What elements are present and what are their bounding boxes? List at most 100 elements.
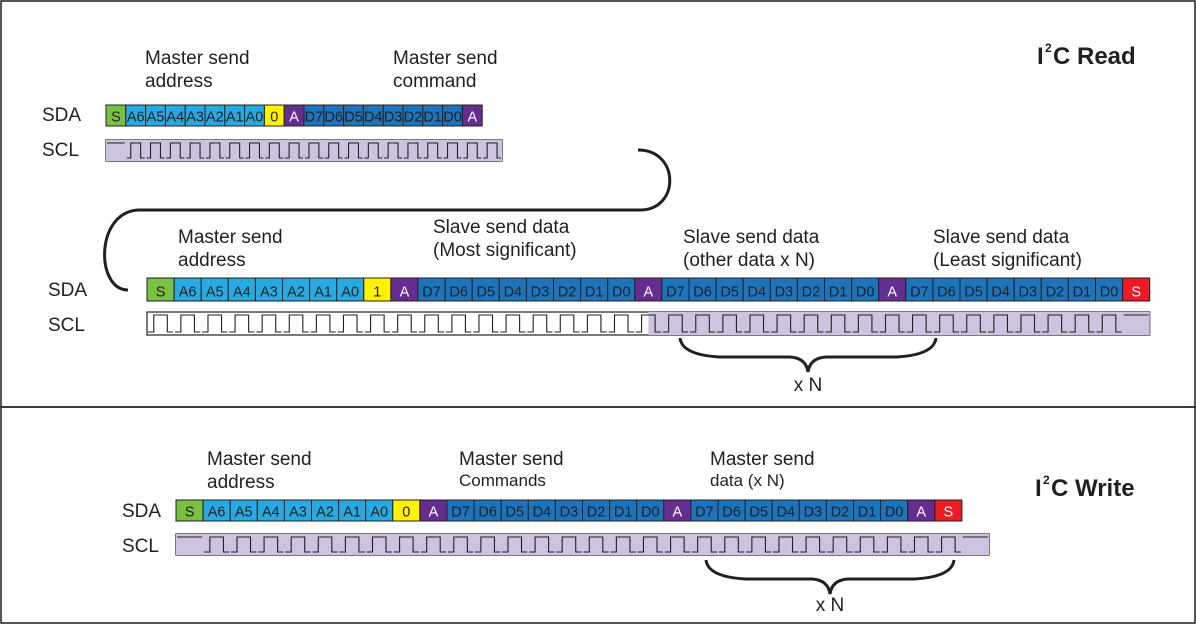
- write-title: I: [1035, 475, 1042, 502]
- read-row2-sda-bit-label: D6: [449, 285, 468, 301]
- read-row1-sda-bit-label: D2: [404, 110, 423, 126]
- read-row2-sda-bit-label: D1: [1073, 285, 1092, 301]
- write-sda-bit-label: D5: [749, 505, 768, 521]
- read-row2-scl-track: [146, 311, 1151, 336]
- read-repeat-brace: [678, 337, 938, 373]
- read-row1-sda-bit-label: S: [111, 110, 121, 126]
- write-sda-bit-label: S: [944, 505, 954, 521]
- write-caption-commands-1: Master send: [459, 449, 564, 470]
- read-title: I: [1037, 43, 1044, 70]
- write-sda-bit-label: D2: [831, 505, 850, 521]
- write-sda-bit-label: A: [429, 505, 439, 521]
- read-row2-sda-bit-label: A3: [260, 285, 278, 301]
- write-sda-bit-label: A: [916, 505, 926, 521]
- read-row1-sda-bit-label: A: [467, 110, 477, 126]
- read-caption-least-2: (Least significant): [933, 250, 1082, 271]
- write-title-superscript: 2: [1043, 473, 1050, 487]
- read-row1-sda-bit-label: D1: [423, 110, 442, 126]
- read-row2-sda-bit-label: S: [1131, 285, 1141, 301]
- write-sda-bit-label: A5: [235, 505, 253, 521]
- write-sda-bit-label: D7: [695, 505, 714, 521]
- read-caption-most-2: (Most significant): [433, 240, 577, 261]
- write-caption-data-1: Master send: [710, 449, 815, 470]
- read-row2-scl-label: SCL: [48, 315, 85, 336]
- write-caption-commands-2: Commands: [459, 471, 546, 490]
- write-scl-label: SCL: [122, 536, 159, 557]
- write-sda-bit-label: D1: [858, 505, 877, 521]
- read-row2-sda-bit-label: D4: [747, 285, 766, 301]
- read-row2-sda-bit-label: D3: [775, 285, 794, 301]
- read-row2-sda-bit-label: D5: [720, 285, 739, 301]
- read-row2-sda-label: SDA: [48, 280, 87, 301]
- read-row2-sda-bit-label: A: [400, 285, 410, 301]
- read-row2-sda-bit-label: D1: [829, 285, 848, 301]
- write-sda-bit-label: A2: [316, 505, 334, 521]
- write-sda-bit-cell: [934, 499, 963, 522]
- read-caption-other-1: Slave send data: [683, 227, 820, 248]
- write-sda-bit-label: D0: [641, 505, 660, 521]
- read-row1-sda-bit-label: 0: [270, 110, 278, 126]
- read-row2-sda-bit-label: D2: [558, 285, 577, 301]
- read-row1-sda-bit-cell: [461, 104, 483, 127]
- read-row1-scl-label: SCL: [42, 140, 79, 161]
- read-row2-sda-bit-label: A: [644, 285, 654, 301]
- write-sda-bit-label: A: [673, 505, 683, 521]
- write-sda-bit-label: D0: [885, 505, 904, 521]
- write-repeat-brace: [704, 559, 956, 595]
- write-sda-label: SDA: [122, 501, 161, 522]
- write-sda-bit-label: D4: [533, 505, 552, 521]
- read-row2-sda-bit-label: A5: [206, 285, 224, 301]
- read-caption-other-2: (other data x N): [683, 250, 815, 271]
- write-caption-address-1: Master send: [207, 449, 312, 470]
- read-caption-command-2: command: [393, 71, 476, 92]
- write-scl-clock-highlight: [176, 534, 989, 555]
- read-row2-sda-bit-label: A0: [341, 285, 359, 301]
- write-sda-bit-label: D6: [478, 505, 497, 521]
- read-row1-sda-bit-label: A2: [206, 110, 224, 126]
- read-row2-sda-bit-label: A1: [314, 285, 332, 301]
- read-row1-sda-bit-label: A1: [226, 110, 244, 126]
- write-sda-bit-label: A4: [262, 505, 280, 521]
- read-row2-sda-bit-label: D7: [422, 285, 441, 301]
- write-scl-track: [175, 533, 990, 556]
- write-sda-bit-label: D1: [614, 505, 633, 521]
- read-row2-sda-bit-label: D0: [856, 285, 875, 301]
- read-row1-sda-bit-label: D4: [364, 110, 383, 126]
- read-row2-sda-bit-label: A: [887, 285, 897, 301]
- read-row2-sda-bit-label: D6: [693, 285, 712, 301]
- read-row1-sda-bit-label: A5: [147, 110, 165, 126]
- read-row-continuation-connector: [103, 148, 672, 292]
- write-sda-bit-label: D2: [587, 505, 606, 521]
- read-row1-sda-bit-label: D7: [305, 110, 324, 126]
- read-row1-sda-label: SDA: [42, 105, 81, 126]
- write-sda-bit-label: D4: [776, 505, 795, 521]
- write-sda-bit-label: A0: [370, 505, 388, 521]
- read-row2-sda-bit-label: D0: [1100, 285, 1119, 301]
- read-caption-least-1: Slave send data: [933, 227, 1070, 248]
- read-caption-most-1: Slave send data: [433, 217, 570, 238]
- read-title-rest: C Read: [1053, 43, 1136, 70]
- read-row2-sda-bit-label: D5: [476, 285, 495, 301]
- read-row2-sda-bit-label: D2: [802, 285, 821, 301]
- read-row2-scl-clock-waveform: [148, 314, 1149, 333]
- write-title-rest: C Write: [1051, 475, 1135, 502]
- read-row2-sda-bit-label: S: [156, 285, 166, 301]
- read-row2-sda-bit-label: D1: [585, 285, 604, 301]
- write-sda-bit-label: A6: [208, 505, 226, 521]
- read-row2-sda-bit-label: D3: [1018, 285, 1037, 301]
- read-row1-sda-bit-label: A3: [186, 110, 204, 126]
- read-row1-sda-bit-label: D5: [344, 110, 363, 126]
- read-row2-sda-bit-label: D3: [531, 285, 550, 301]
- read-row2-sda-bit-label: A6: [179, 285, 197, 301]
- read-row2-sda-bit-label: D4: [504, 285, 523, 301]
- read-caption-address-1: Master send: [145, 48, 250, 69]
- read-row1-sda-bit-label: A4: [166, 110, 184, 126]
- read-row1-sda-bit-label: D0: [443, 110, 462, 126]
- write-sda-bit-label: D6: [722, 505, 741, 521]
- read-row1-sda-bit-label: D3: [384, 110, 403, 126]
- write-caption-data-2: data (x N): [710, 471, 785, 490]
- write-scl-clock-waveform: [177, 536, 988, 553]
